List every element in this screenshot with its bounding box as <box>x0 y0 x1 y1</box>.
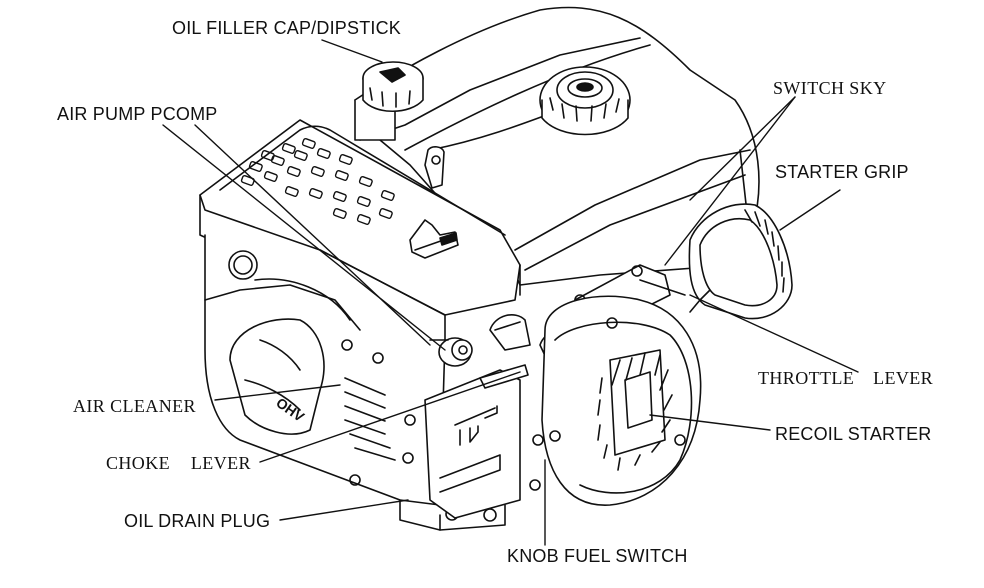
engine-block <box>204 234 544 531</box>
label-oil-drain-plug: OIL DRAIN PLUG <box>124 511 271 531</box>
air-cleaner-housing <box>199 119 521 341</box>
label-recoil-starter: RECOIL STARTER <box>775 424 932 444</box>
label-air-cleaner: AIR CLEANER <box>73 396 196 416</box>
label-oil-filler-cap: OIL FILLER CAP/DIPSTICK <box>172 18 401 38</box>
label-starter-grip: STARTER GRIP <box>775 162 909 182</box>
fuel-cap <box>539 66 631 136</box>
leader-lines <box>162 39 859 546</box>
starter-grip <box>688 203 793 320</box>
throttle-knob <box>489 314 531 351</box>
label-choke-lever: CHOKE LEVER <box>106 453 251 473</box>
label-throttle-lever: THROTTLE LEVER <box>758 368 934 388</box>
label-switch-sky: SWITCH SKY <box>773 78 887 98</box>
label-knob-fuel-switch: KNOB FUEL SWITCH <box>507 546 688 566</box>
oil-filler-cap <box>354 61 424 141</box>
recoil-starter <box>541 295 702 506</box>
primer-bulb <box>429 337 473 367</box>
label-air-pump: AIR PUMP PCOMP <box>57 104 218 124</box>
